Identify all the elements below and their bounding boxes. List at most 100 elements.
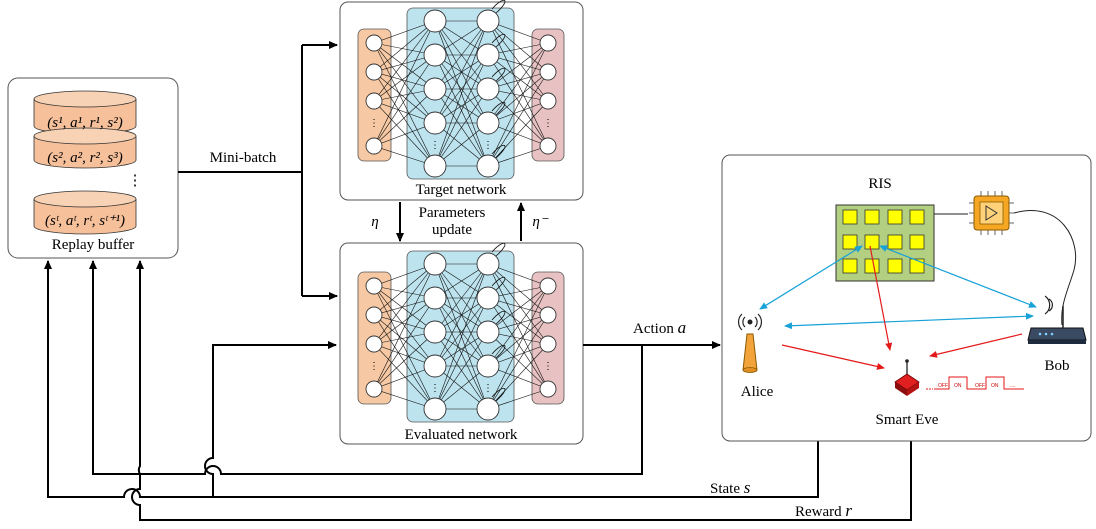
ris-element [842,234,858,250]
ris-element [887,258,903,274]
parameters-update-line2: update [432,222,472,238]
neuron [476,154,500,178]
ris-controller-chip-icon [969,191,1014,235]
neuron-ellipsis: ⋮ [430,140,440,151]
signal-label-2: ON [954,383,962,389]
evaluated-network-panel: ⋮⋮⋮⋮ Evaluated network [339,242,584,445]
neuron-ellipsis: ⋮ [369,118,379,129]
ris-panel [835,204,935,282]
neuron [423,397,447,421]
action-label: Action a [633,318,686,337]
neuron [476,111,500,135]
buffer-disk-3 [33,190,137,235]
neuron [476,43,500,67]
neuron [423,111,447,135]
action-feedback [89,260,643,475]
neuron-ellipsis: ⋮ [543,118,553,129]
neuron [476,354,500,378]
connector-lines [44,41,912,521]
neuron [365,92,383,110]
recurrent-loops [491,243,506,402]
neuron [476,9,500,33]
neuron [365,34,383,52]
alice-label: Alice [741,384,774,400]
ris-element [864,258,880,274]
evaluated-network-graph: ⋮⋮⋮⋮ [357,243,565,423]
bob-control-wire [1013,210,1077,326]
neuron [539,34,557,52]
reward-label: Reward r [795,501,852,520]
buffer-tuple-2: (s², a², r², s³) [47,150,123,166]
red-eavesdrop-links [781,245,1023,370]
ris-element [842,258,858,274]
replay-buffer-label: Replay buffer [52,237,135,253]
neuron [539,335,557,353]
neuron-ellipsis: ⋮ [543,361,553,372]
target-network-panel: ⋮⋮⋮⋮ Target network [339,0,584,201]
neuron [423,354,447,378]
ris-element [909,209,925,225]
neuron [476,397,500,421]
buffer-tuple-1: (s¹, a¹, r¹, s²) [47,115,123,131]
neuron-ellipsis: ⋮ [483,383,493,394]
ris-element [909,234,925,250]
target-network-graph: ⋮ ⋮ ⋮ ⋮ [357,0,565,180]
neuron [365,335,383,353]
neuron [423,154,447,178]
alice-antenna-icon [738,313,762,373]
ris-element [864,209,880,225]
ris-element [842,209,858,225]
buffer-ellipsis: ⋮ [128,173,143,189]
signal-label-5: .... [1010,383,1016,389]
bob-router-icon [1027,295,1087,344]
state-label: State s [710,478,751,497]
smart-eve-label: Smart Eve [876,412,939,428]
neuron [423,252,447,276]
neuron [476,286,500,310]
ris-label: RIS [868,176,891,192]
mini-batch-label: Mini-batch [210,150,277,166]
neuron-ellipsis: ⋮ [483,140,493,151]
neuron [423,43,447,67]
ris-element [887,234,903,250]
neuron [365,380,383,398]
environment-panel: RIS Alice [721,154,1092,442]
signal-label-3: OFF [975,383,985,389]
neuron [365,63,383,81]
smart-eve-device-icon [894,359,920,396]
eve-signal-waveform: OFF ON OFF ON .... [926,376,1024,390]
neuron [476,252,500,276]
ris-element [864,234,880,250]
neuron [365,277,383,295]
neuron [423,320,447,344]
neuron-ellipsis: ⋮ [430,383,440,394]
bob-label: Bob [1044,358,1069,374]
neuron [423,77,447,101]
neuron [365,137,383,155]
neuron [476,320,500,344]
neuron [423,9,447,33]
eta-label: η [371,214,378,230]
replay-buffer-panel: (s¹, a¹, r¹, s²) (s², a², r², s³) ⋮ (sᵗ,… [7,77,179,259]
buffer-disk-2 [33,127,137,169]
neuron [539,92,557,110]
neuron [476,77,500,101]
state-feedback [44,260,819,498]
neuron [539,277,557,295]
parameters-update-line1: Parameters [419,205,486,221]
state-to-network [204,341,337,497]
neuron [423,286,447,310]
signal-label-1: OFF [938,383,948,389]
eta-minus-label: η⁻ [532,214,548,230]
ris-element [887,209,903,225]
signal-label-4: ON [991,383,999,389]
neuron [539,306,557,324]
buffer-tuple-3: (sᵗ, aᵗ, rᵗ, sᵗ⁺¹) [45,213,125,229]
evaluated-network-label: Evaluated network [405,427,518,443]
neuron [539,63,557,81]
blue-channel-links [759,245,1037,330]
neuron [539,380,557,398]
recurrent-loops [491,0,506,159]
neuron [365,306,383,324]
